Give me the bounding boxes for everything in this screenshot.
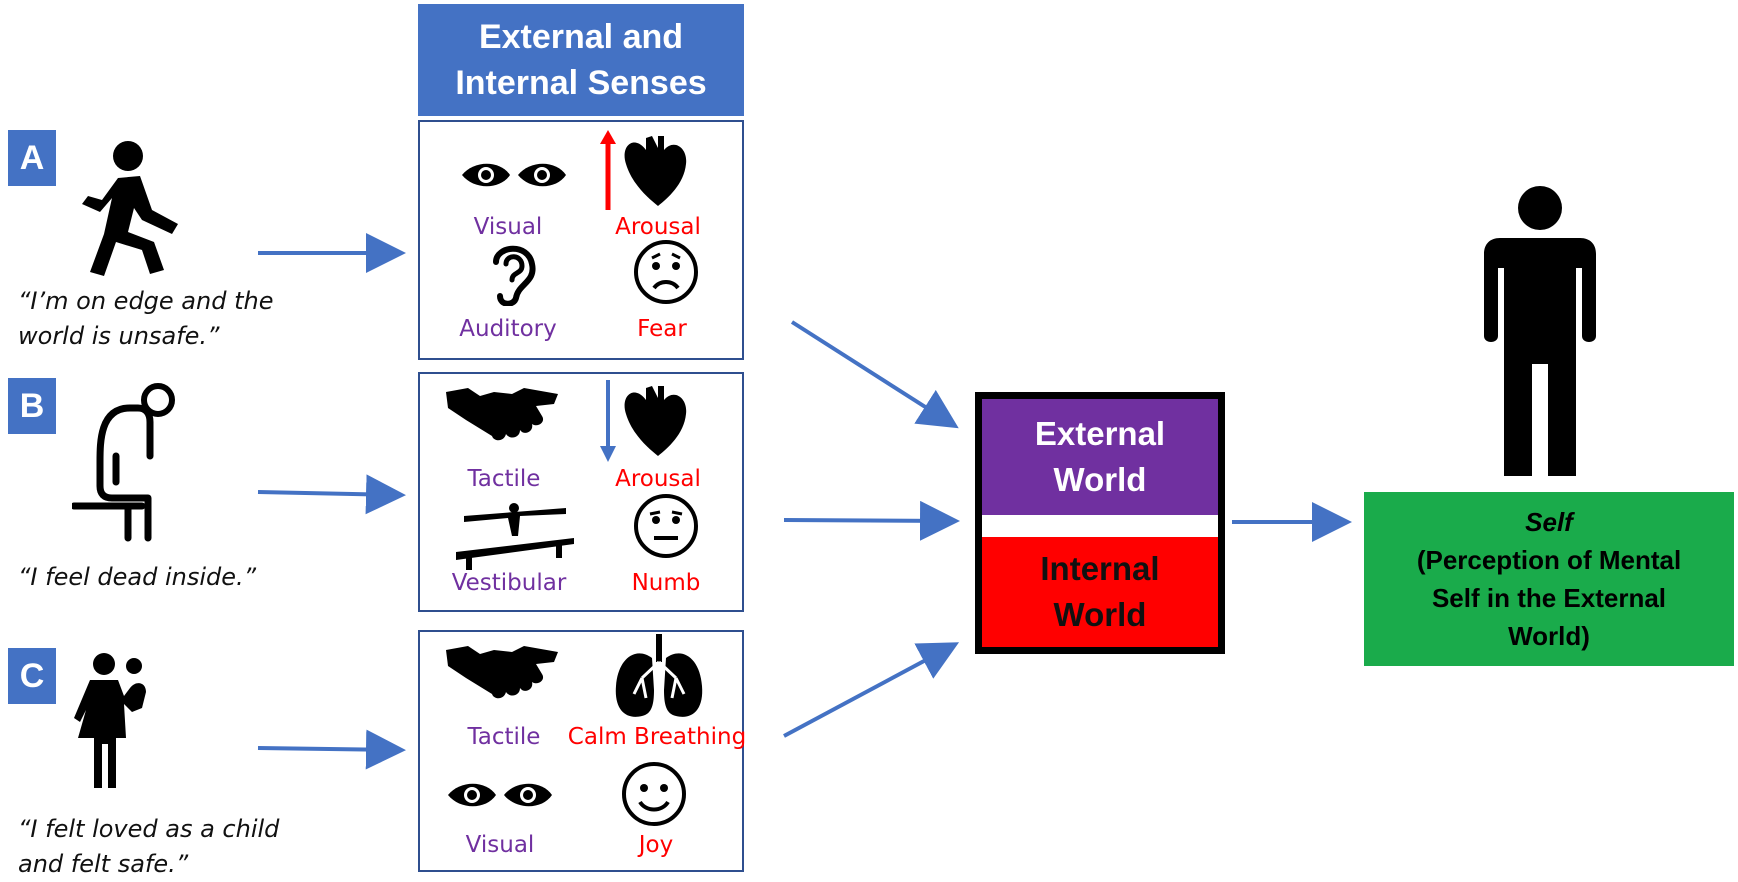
senses-header-line2: Internal Senses	[455, 64, 707, 102]
eyes-icon	[448, 783, 552, 807]
neutral-face-icon	[634, 494, 698, 558]
senses-panel-c: Tactile Calm Breathing Visual Joy	[418, 630, 746, 872]
row-label-a: A	[8, 130, 56, 186]
sense-label-arousal-b: Arousal	[615, 466, 701, 492]
senses-panel-a: Visual Arousal Auditory Fear	[418, 120, 744, 360]
row-label-c: C	[8, 648, 56, 704]
sense-label-auditory: Auditory	[459, 316, 557, 342]
heart-down-icon	[600, 380, 687, 462]
sitting-person-icon	[72, 383, 175, 542]
arrow-panel-c-to-world	[783, 642, 960, 738]
smiling-face-icon	[622, 762, 686, 826]
self-title: Self	[1525, 507, 1573, 537]
arrow-c-to-panel	[257, 729, 406, 770]
sense-label-numb: Numb	[631, 570, 701, 596]
quote-b: “I feel dead inside.”	[18, 563, 257, 591]
sense-label-tactile-c: Tactile	[467, 724, 541, 750]
eyes-icon	[462, 163, 566, 187]
balance-beam-icon	[456, 503, 574, 570]
sense-label-visual-c: Visual	[465, 832, 535, 858]
arrow-panel-a-to-world	[790, 320, 959, 429]
senses-header-line1: External and	[478, 18, 684, 56]
arrow-b-to-panel	[257, 474, 406, 515]
heart-up-icon	[600, 130, 687, 210]
standing-person-icon	[1484, 186, 1596, 476]
running-person-icon	[82, 141, 178, 276]
row-label-b: B	[8, 378, 56, 434]
handshake-icon	[446, 646, 558, 699]
self-box: Self (Perception of Mental Self in the E…	[1364, 492, 1734, 666]
internal-world-box: Internal World	[982, 537, 1218, 647]
sense-label-fear: Fear	[637, 316, 687, 342]
sense-label-calm-breathing: Calm Breathing	[567, 724, 747, 750]
fearful-face-icon	[634, 240, 698, 304]
sense-label-arousal: Arousal	[615, 214, 701, 240]
arrow-panel-b-to-world	[783, 500, 960, 541]
sense-label-joy: Joy	[638, 832, 674, 858]
sense-label-vestibular: Vestibular	[451, 570, 567, 596]
senses-header: External and Internal Senses	[418, 4, 744, 116]
lungs-icon	[615, 634, 703, 717]
quote-a: “I’m on edge and the world is unsafe.”	[18, 287, 274, 350]
world-box: External World Internal World	[975, 392, 1225, 654]
sense-label-tactile: Tactile	[467, 466, 541, 492]
ear-icon	[493, 245, 536, 306]
parent-child-icon	[74, 653, 146, 788]
sense-label-visual: Visual	[473, 214, 543, 240]
senses-panel-b: Tactile Arousal Vestibular Numb	[418, 372, 744, 612]
handshake-icon	[446, 388, 558, 441]
quote-c: “I felt loved as a child and felt safe.”	[18, 815, 280, 878]
external-world-box: External World	[982, 399, 1218, 515]
self-description: (Perception of Mental Self in the Extern…	[1416, 545, 1682, 651]
